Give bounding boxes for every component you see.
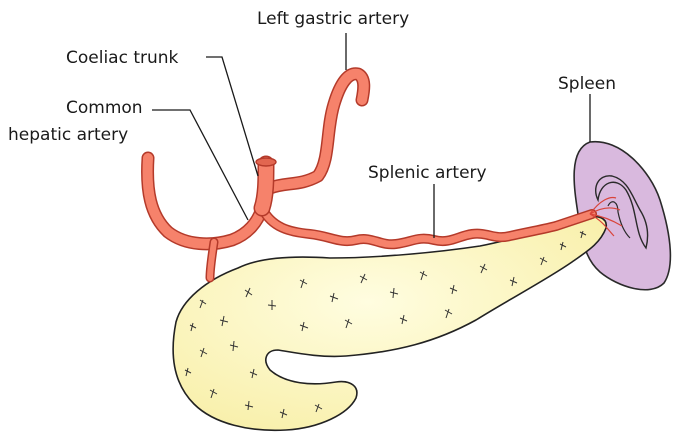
label-coeliac-trunk: Coeliac trunk <box>66 48 179 68</box>
leader-lines <box>152 33 590 238</box>
leader-common-hepatic <box>152 110 248 220</box>
label-splenic-artery: Splenic artery <box>368 163 487 183</box>
common-hepatic-artery <box>148 158 262 244</box>
labels: Left gastric artery Coeliac trunk Common… <box>8 9 616 183</box>
label-left-gastric-artery: Left gastric artery <box>257 9 409 29</box>
label-spleen: Spleen <box>558 74 616 94</box>
coeliac-trunk-opening <box>256 158 276 166</box>
leader-coeliac <box>206 57 258 176</box>
left-gastric-artery <box>270 74 364 188</box>
coeliac-trunk <box>262 164 266 208</box>
label-common-hepatic-line1: Common <box>66 98 143 118</box>
label-common-hepatic-line2: hepatic artery <box>8 125 128 145</box>
